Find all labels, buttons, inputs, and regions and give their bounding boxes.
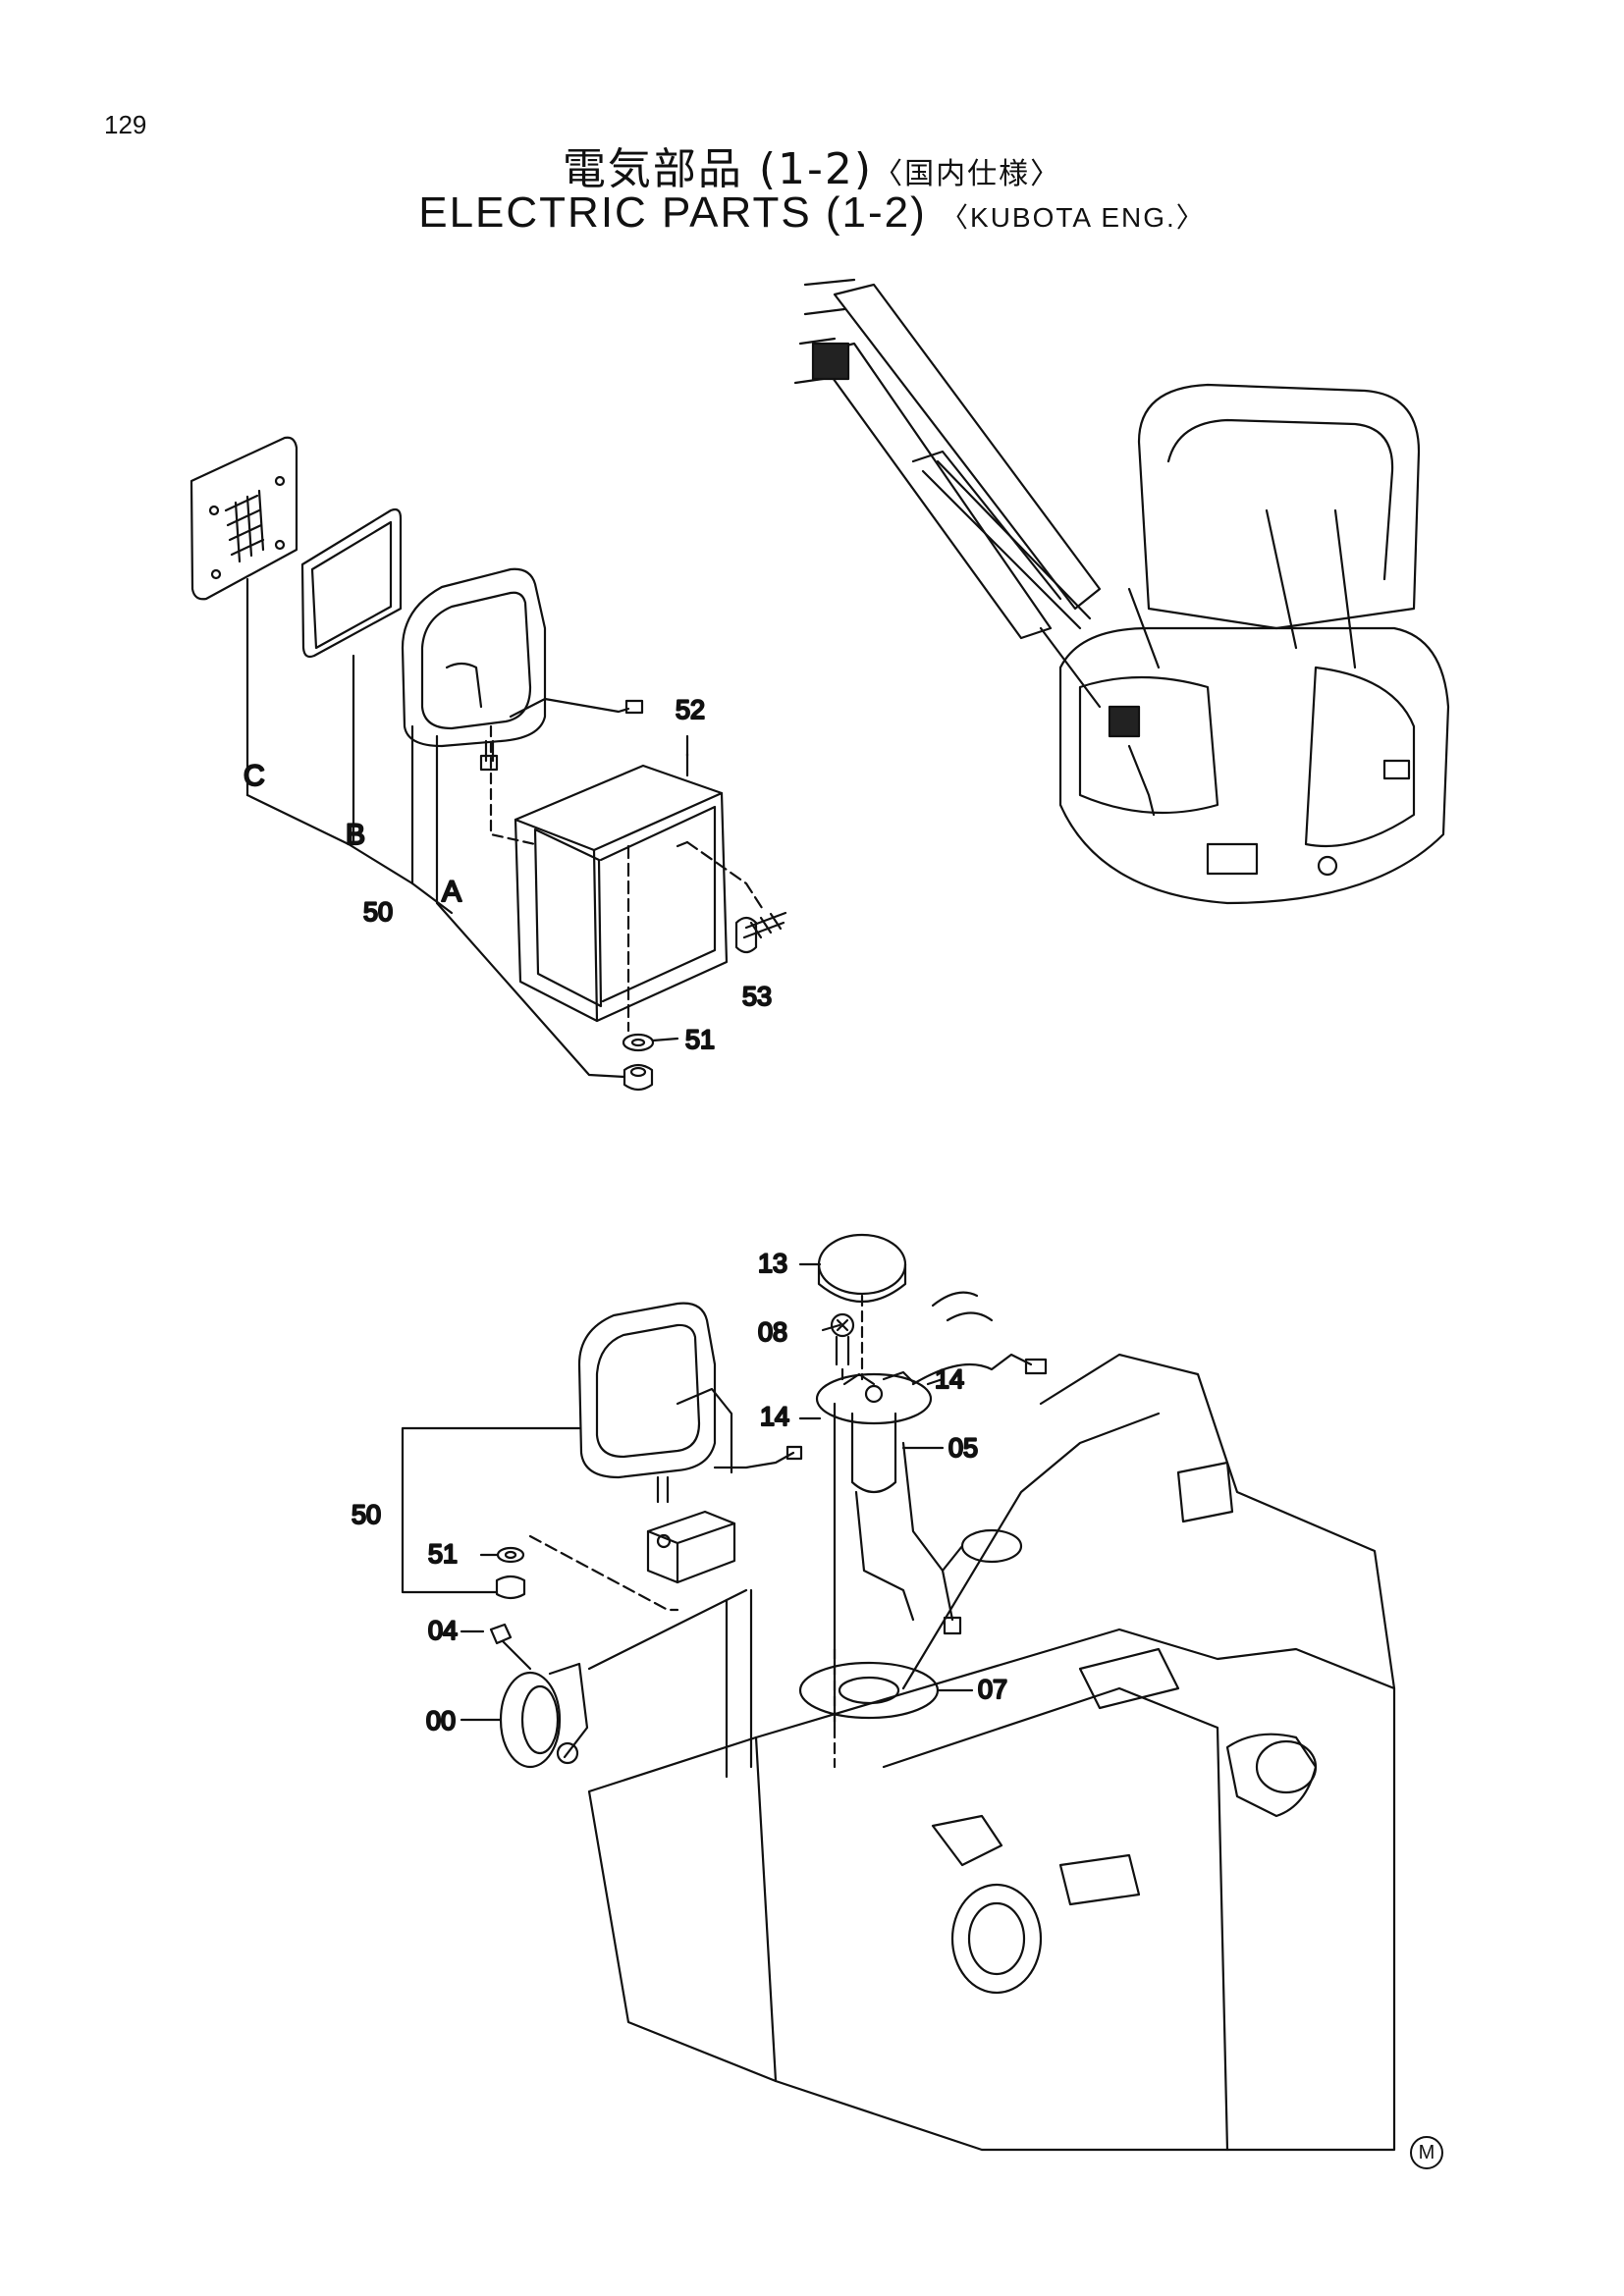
fuel-tank-assembly: [401, 1233, 1396, 2152]
callout-letter-c: C: [244, 760, 265, 792]
callout-04: 04: [428, 1616, 458, 1645]
callout-00: 00: [426, 1706, 456, 1735]
page-number: 129: [104, 110, 147, 139]
callout-07: 07: [978, 1675, 1007, 1704]
callout-05: 05: [948, 1433, 978, 1463]
callout-50-top: 50: [363, 897, 393, 927]
title-jp-main: 電気部品 (1-2): [562, 144, 874, 194]
callout-14-right: 14: [935, 1364, 964, 1394]
callout-letter-a: A: [442, 876, 461, 908]
callout-53: 53: [742, 982, 772, 1011]
callout-14-left: 14: [760, 1402, 789, 1431]
callout-13: 13: [758, 1249, 787, 1278]
callout-08: 08: [758, 1317, 787, 1347]
callout-51-top: 51: [685, 1025, 715, 1054]
title-en-sub: 〈KUBOTA ENG.〉: [941, 202, 1206, 233]
callout-50-bottom: 50: [352, 1500, 381, 1529]
title-jp-sub: 〈国内仕様〉: [873, 157, 1062, 191]
callout-52: 52: [676, 695, 705, 724]
excavator-overview: [793, 278, 1450, 905]
callout-51-bottom: 51: [428, 1539, 458, 1569]
lamp-assembly-exploded: [189, 436, 787, 1092]
title-japanese: 電気部品 (1-2)〈国内仕様〉: [0, 133, 1624, 196]
callout-letter-b: B: [346, 819, 365, 851]
title-en-main: ELECTRIC PARTS (1-2): [418, 188, 927, 237]
m-mark: M: [1410, 2136, 1443, 2169]
title-english: ELECTRIC PARTS (1-2) 〈KUBOTA ENG.〉: [0, 188, 1624, 238]
